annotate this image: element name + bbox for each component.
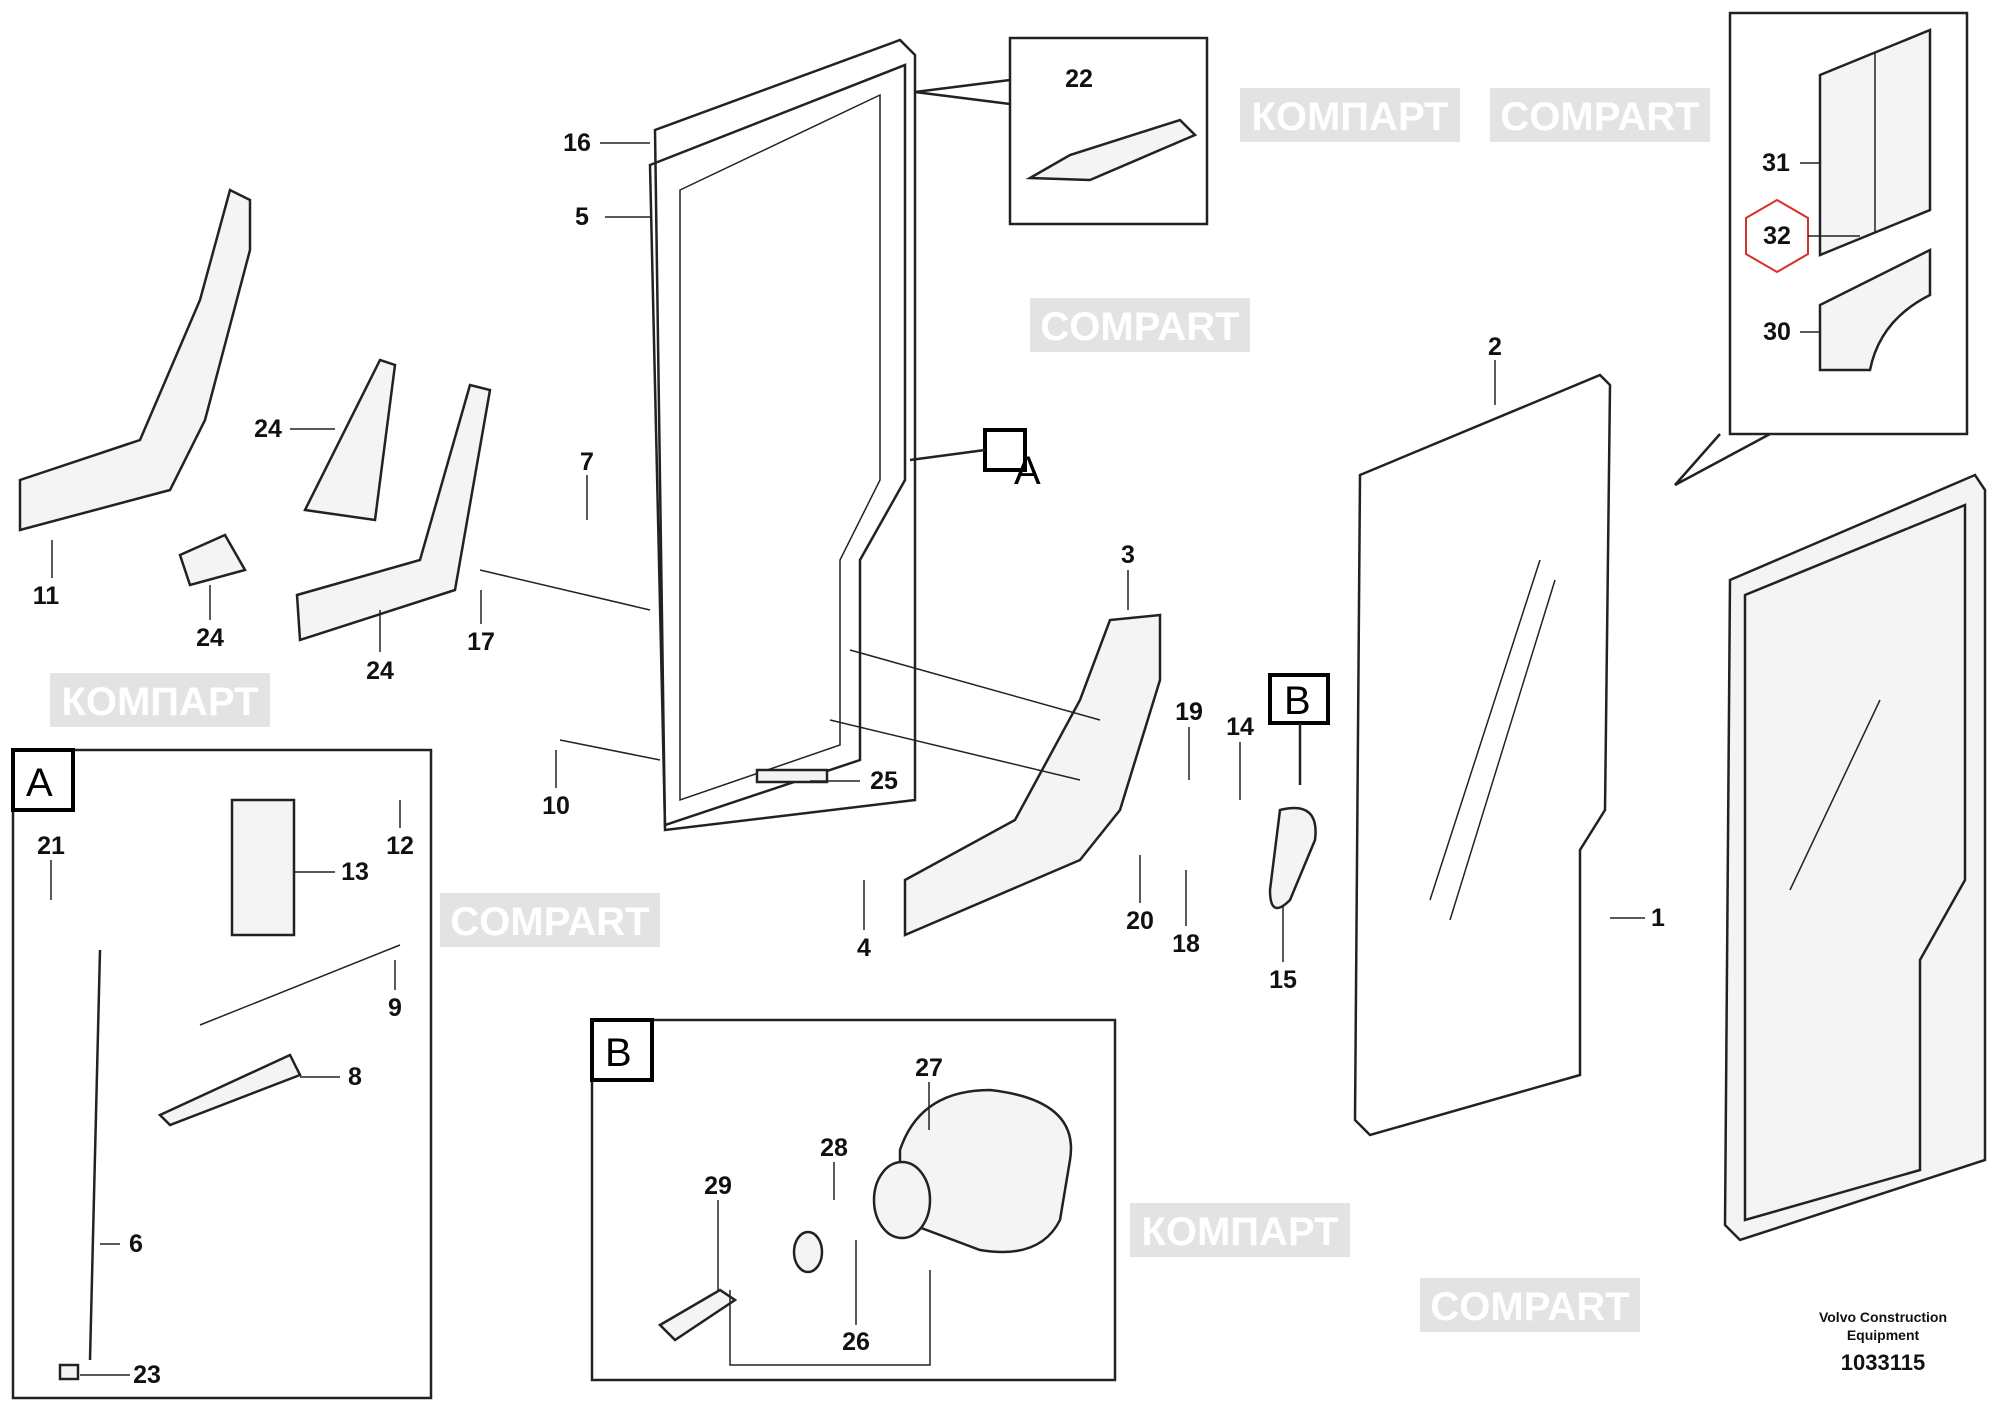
callout-32: 32: [1763, 222, 1791, 250]
callout-20: 20: [1126, 907, 1154, 935]
callout-labels: A B A B 12345678910111213141516171819202…: [26, 65, 1791, 1389]
callout-24: 24: [196, 624, 224, 652]
company-line1: Volvo Construction: [1819, 1309, 1947, 1325]
callout-13: 13: [341, 858, 369, 886]
callout-5: 5: [575, 203, 589, 231]
pointer: [1674, 432, 1771, 487]
drawing-number: 1033115: [1841, 1350, 1925, 1375]
callout-27: 27: [915, 1054, 943, 1082]
callout-12: 12: [386, 832, 414, 860]
watermark-band: [1420, 1278, 1640, 1332]
watermark-band: [1130, 1203, 1350, 1257]
detail-b-marker: [1268, 673, 1330, 725]
watermark-text: COMPART: [1040, 305, 1239, 349]
detail-a-marker-label: A: [1014, 449, 1041, 493]
watermark-text: COMPART: [1500, 95, 1699, 139]
lock-cylinder: [898, 1088, 1073, 1254]
callout-1: 1: [1651, 904, 1665, 932]
callout-29: 29: [704, 1172, 732, 1200]
watermark-band: [1240, 88, 1460, 142]
watermark-text: КОМПАРТ: [1141, 1210, 1338, 1254]
sealant-tube-icon: [1025, 118, 1198, 182]
watermark-band: [440, 893, 660, 947]
door-frame: [648, 63, 907, 827]
callout-14: 14: [1226, 713, 1254, 741]
watermark-text: КОМПАРТ: [1251, 95, 1448, 139]
watermark-text: COMPART: [1430, 1285, 1629, 1329]
trim-piece: [303, 358, 397, 522]
detail-b-title: B: [605, 1031, 632, 1075]
callout-25: 25: [870, 767, 898, 795]
callout-30: 30: [1763, 318, 1791, 346]
callout-23: 23: [133, 1361, 161, 1389]
callout-22: 22: [1065, 65, 1093, 93]
window-panel: [1818, 247, 1932, 372]
callout-4: 4: [857, 934, 871, 962]
callout-19: 19: [1175, 698, 1203, 726]
callout-3: 3: [1121, 541, 1135, 569]
detail-box-window: [1728, 11, 1969, 436]
callout-7: 7: [580, 448, 594, 476]
callout-26: 26: [842, 1328, 870, 1356]
highlight-hexagon: [1745, 198, 1809, 274]
watermark-layer: КОМПАРТ COMPART COMPART КОМПАРТ COMPART КОМПА…: [50, 88, 1710, 1332]
callout-31: 31: [1762, 149, 1790, 177]
callout-16: 16: [563, 129, 591, 157]
leader-lines: [50, 142, 1860, 1376]
callout-2: 2: [1488, 333, 1502, 361]
watermark-text: КОМПАРТ: [61, 680, 258, 724]
callout-18: 18: [1172, 930, 1200, 958]
dust-cap: [792, 1230, 824, 1274]
detail-b-panel: [590, 1018, 1117, 1382]
callout-28: 28: [820, 1134, 848, 1162]
trim-panel: [295, 383, 492, 642]
lock-body: [230, 798, 296, 937]
lower-trim: [903, 613, 1162, 937]
detail-a-title: A: [26, 761, 53, 805]
callout-11: 11: [33, 582, 60, 610]
handle: [1268, 806, 1317, 910]
door-seal-frame: [653, 38, 917, 832]
detail-b-marker-label: B: [1284, 679, 1311, 723]
seal-strip: [755, 768, 829, 784]
callout-8: 8: [348, 1063, 362, 1091]
callout-21: 21: [37, 832, 65, 860]
key: [657, 1288, 738, 1342]
complete-door: [1723, 473, 1987, 1242]
callout-9: 9: [388, 994, 402, 1022]
company-line2: Equipment: [1847, 1327, 1920, 1343]
callout-6: 6: [129, 1230, 143, 1258]
trim-block: [178, 533, 247, 587]
watermark-band: [50, 673, 270, 727]
watermark-text: COMPART: [450, 900, 649, 944]
callout-17: 17: [467, 628, 495, 656]
watermark-band: [1490, 88, 1710, 142]
detail-box-sealant: [1008, 36, 1209, 226]
callout-10: 10: [542, 792, 570, 820]
callout-15: 15: [1269, 966, 1297, 994]
callout-24: 24: [254, 415, 282, 443]
detail-a-panel: [11, 748, 433, 1400]
door-glass: [1353, 373, 1612, 1137]
pointer: [914, 78, 1011, 106]
pillar-trim: [18, 188, 252, 532]
callout-24: 24: [366, 657, 394, 685]
watermark-band: [1030, 298, 1250, 352]
latch: [157, 1053, 302, 1127]
